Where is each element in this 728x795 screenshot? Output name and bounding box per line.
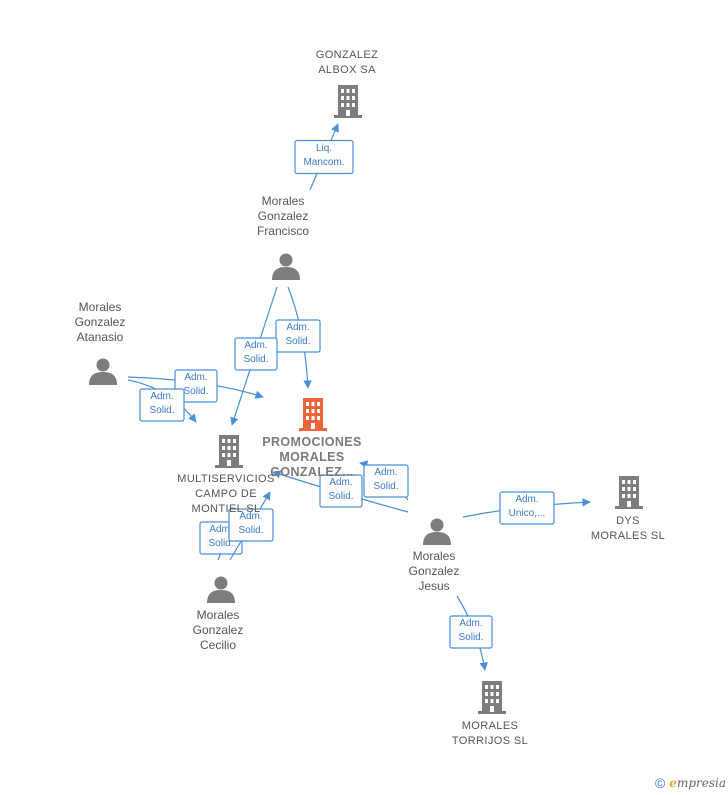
edge-label-line: Adm.	[286, 322, 309, 333]
node-label-line[interactable]: Francisco	[257, 224, 309, 238]
node-dys[interactable]: DYS MORALES SL	[591, 476, 665, 542]
edge-label-box	[228, 508, 274, 542]
edge-francisco-to-promociones[interactable]: Adm. Solid.	[275, 286, 321, 389]
node-label-line[interactable]: MULTISERVICIOS	[177, 473, 275, 485]
edge-jesus-to-dys[interactable]: Adm. Unico,...	[462, 491, 591, 525]
node-label-line[interactable]: Morales	[262, 194, 305, 208]
node-label-line[interactable]: Jesus	[418, 579, 449, 593]
node-label-line[interactable]: CAMPO DE	[195, 488, 257, 500]
node-label-line[interactable]: MORALES	[279, 450, 344, 464]
person-icon[interactable]	[272, 253, 300, 281]
edge-francisco-to-multiservicios[interactable]: Adm. Solid.	[230, 286, 278, 426]
node-label-line[interactable]: Morales	[413, 549, 456, 563]
node-label-line[interactable]: Morales	[79, 300, 122, 314]
node-label-line[interactable]: PROMOCIONES	[262, 435, 362, 449]
edge-label-line: Adm.	[459, 618, 482, 629]
edge-label-line: Solid.	[208, 538, 233, 549]
edge-label-box	[174, 369, 218, 403]
person-icon[interactable]	[423, 518, 451, 546]
building-icon[interactable]	[478, 681, 506, 714]
node-label-line[interactable]: ALBOX SA	[318, 64, 376, 76]
node-label-line[interactable]: GONZALEZ	[316, 49, 379, 61]
copyright-icon: ©	[654, 775, 666, 791]
node-label-line[interactable]: Gonzalez	[258, 209, 309, 223]
node-label-line[interactable]: Atanasio	[77, 330, 124, 344]
edge-label-box	[449, 615, 493, 649]
edge-atanasio-to-multiservicios[interactable]: Adm. Solid.	[127, 379, 197, 423]
node-label-line[interactable]: Gonzalez	[75, 315, 126, 329]
person-icon[interactable]	[207, 576, 235, 604]
node-label-line[interactable]: Gonzalez	[409, 564, 460, 578]
edge-label-box	[363, 464, 409, 498]
node-label-line[interactable]: Gonzalez	[193, 623, 244, 637]
node-label-line[interactable]: DYS	[616, 515, 640, 527]
node-label-line[interactable]: Cecilio	[200, 638, 236, 652]
edge-label-line: Solid.	[373, 481, 398, 492]
edge-label-line: Mancom.	[303, 157, 344, 168]
node-label-line[interactable]: GONZALEZ...	[270, 465, 354, 479]
brand-name[interactable]: empresia	[669, 776, 726, 790]
node-multiservicios[interactable]: MULTISERVICIOS CAMPO DE MONTIEL SL	[177, 435, 275, 515]
edge-label-line: Solid.	[238, 525, 263, 536]
edge-label-line: Adm.	[184, 372, 207, 383]
edges-layer: Liq. Mancom. Adm. Solid. Adm. Solid. Adm. Solid…	[127, 123, 591, 671]
node-torrijos[interactable]: MORALES TORRIJOS SL	[452, 681, 528, 747]
person-icon[interactable]	[89, 358, 117, 386]
edge-label-line: Solid.	[458, 632, 483, 643]
edge-label-line: Liq.	[316, 143, 332, 154]
edge-label-box	[275, 319, 321, 353]
edge-label-line: Adm.	[244, 340, 267, 351]
edge-label-line: Adm.	[209, 524, 232, 535]
edge-label-box	[139, 388, 185, 422]
edge-jesus-to-multiservicios[interactable]: Adm. Solid.	[272, 470, 409, 513]
node-gonzalez-albox[interactable]: GONZALEZ ALBOX SA	[316, 49, 379, 118]
edge-label-line: Solid.	[183, 386, 208, 397]
edge-label-line: Adm.	[239, 511, 262, 522]
node-promociones[interactable]: PROMOCIONESMORALESGONZALEZ...	[262, 398, 362, 479]
edge-label-line: Solid.	[285, 336, 310, 347]
edge-label-line: Solid.	[328, 491, 353, 502]
edge-francisco-to-gonzalez-albox[interactable]: Liq. Mancom.	[294, 123, 354, 191]
edge-label-line: Adm.	[329, 477, 352, 488]
node-label-line[interactable]: Morales	[197, 608, 240, 622]
node-label-line[interactable]: MONTIEL SL	[192, 503, 261, 515]
edge-jesus-to-promociones[interactable]: Adm. Solid.	[359, 460, 409, 501]
edge-cecilio-to-multiservicios[interactable]: Adm. Solid.	[228, 491, 274, 561]
building-icon[interactable]	[299, 398, 327, 431]
edge-label-line: Unico,...	[509, 508, 546, 519]
edge-label-line: Solid.	[149, 405, 174, 416]
edge-label-line: Adm.	[150, 391, 173, 402]
building-icon[interactable]	[215, 435, 243, 468]
edge-atanasio-to-promociones[interactable]: Adm. Solid.	[127, 369, 264, 403]
building-icon[interactable]	[615, 476, 643, 509]
edge-jesus-to-torrijos[interactable]: Adm. Solid.	[449, 595, 493, 671]
edge-label-box	[294, 139, 354, 175]
edge-label-box	[319, 474, 363, 508]
node-label-line[interactable]: TORRIJOS SL	[452, 735, 528, 747]
edge-label-box	[234, 337, 278, 371]
node-label-line[interactable]: MORALES	[462, 720, 519, 732]
building-icon[interactable]	[334, 85, 362, 118]
edge-label-line: Adm.	[374, 467, 397, 478]
node-label-line[interactable]: MORALES SL	[591, 530, 665, 542]
edge-label-box	[499, 491, 555, 525]
edge-label-line: Solid.	[243, 354, 268, 365]
brand-footer: © empresia	[655, 775, 726, 791]
edge-label-line: Adm.	[515, 494, 538, 505]
